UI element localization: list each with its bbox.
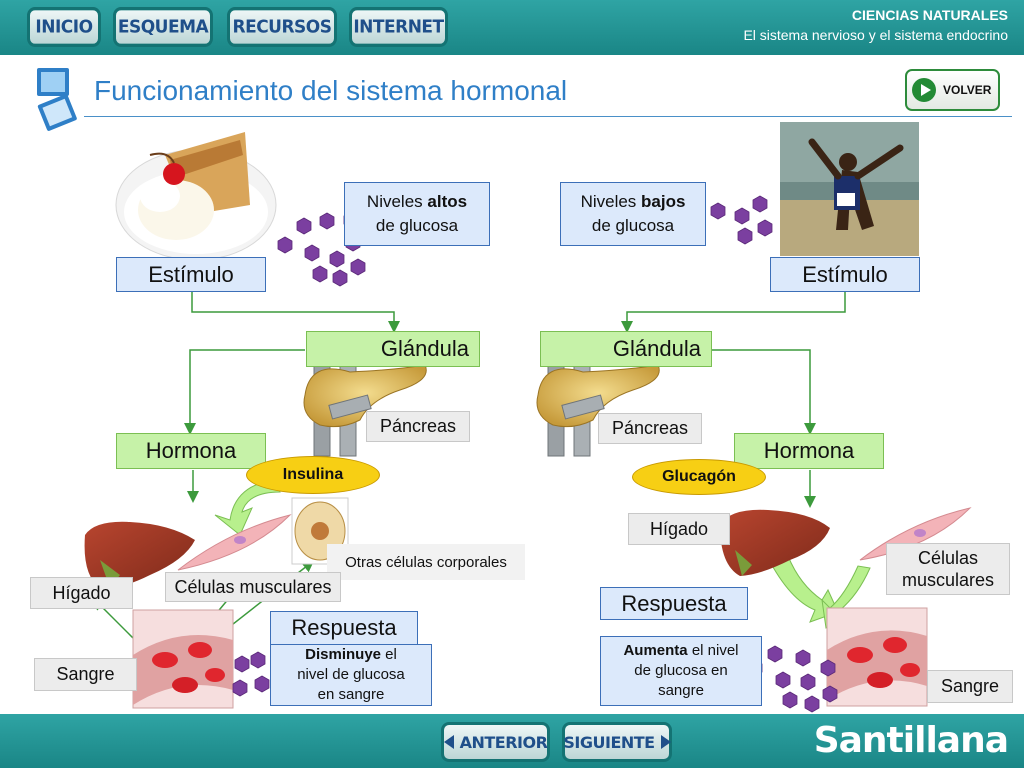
- athlete-photo: [780, 122, 919, 256]
- niveles-bajos-box: Niveles bajos de glucosa: [560, 182, 706, 246]
- arrow-right-icon: [660, 735, 671, 749]
- disminuye-bold: Disminuye: [305, 646, 381, 663]
- pancreas-left-label: Páncreas: [366, 411, 470, 442]
- estimulo-right-box: Estímulo: [770, 257, 920, 292]
- volver-label: VOLVER: [943, 83, 992, 97]
- celulas-right-line-1: Células: [917, 548, 979, 568]
- niveles-altos-box: Niveles altos de glucosa: [344, 182, 490, 246]
- esquema-button[interactable]: ESQUEMA: [113, 7, 213, 47]
- niveles-bajos-prefix: Niveles: [580, 192, 642, 211]
- siguiente-label: SIGUIENTE: [563, 732, 655, 752]
- subject-title: CIENCIAS NATURALES: [851, 7, 1008, 23]
- aumenta-box: Aumenta el nivel de glucosa en sangre: [600, 636, 762, 706]
- aumenta-bold: Aumenta: [623, 642, 688, 659]
- celulas-musculares-left-label: Células musculares: [165, 572, 341, 602]
- recursos-button[interactable]: RECURSOS: [227, 7, 337, 47]
- anterior-label: ANTERIOR: [459, 732, 548, 752]
- niveles-altos-bold: altos: [427, 192, 468, 211]
- pancreas-right-label: Páncreas: [598, 413, 702, 444]
- pancreas-left-image: [303, 341, 427, 457]
- aumenta-text-2: de glucosa en: [634, 662, 728, 679]
- insulina-badge: Insulina: [246, 456, 380, 494]
- section-logo-icon: [37, 68, 77, 131]
- disminuye-box: Disminuye el nivel de glucosa en sangre: [270, 644, 432, 706]
- respuesta-left-box: Respuesta: [270, 611, 418, 645]
- higado-right-label: Hígado: [628, 513, 730, 545]
- muscle-cell-left-image: [177, 514, 292, 571]
- brand-logo: Santillana: [813, 720, 1009, 761]
- title-divider: [84, 116, 1012, 117]
- higado-left-label: Hígado: [30, 577, 133, 609]
- celulas-musculares-right-label: Células musculares: [886, 543, 1010, 595]
- bottom-bar: ANTERIOR SIGUIENTE Santillana: [0, 714, 1024, 768]
- page-title: Funcionamiento del sistema hormonal: [94, 75, 568, 106]
- otras-celulas-label: Otras células corporales: [327, 544, 525, 580]
- siguiente-button[interactable]: SIGUIENTE: [562, 722, 672, 762]
- niveles-bajos-suffix: de glucosa: [591, 216, 675, 235]
- arrow-left-icon: [443, 735, 454, 749]
- niveles-altos-prefix: Niveles: [366, 192, 428, 211]
- niveles-bajos-bold: bajos: [641, 192, 686, 211]
- play-icon: [912, 78, 936, 102]
- liver-right-image: [720, 509, 830, 576]
- inicio-button[interactable]: INICIO: [27, 7, 101, 47]
- sangre-right-label: Sangre: [927, 670, 1013, 703]
- glucagon-badge: Glucagón: [632, 459, 766, 495]
- niveles-altos-suffix: de glucosa: [375, 216, 459, 235]
- anterior-button[interactable]: ANTERIOR: [441, 722, 550, 762]
- respuesta-right-box: Respuesta: [600, 587, 748, 620]
- glandula-left-box: Glándula: [306, 331, 480, 367]
- disminuye-text-1: el: [381, 646, 397, 663]
- disminuye-text-2: nivel de glucosa: [297, 666, 405, 683]
- aumenta-text-3: sangre: [658, 682, 704, 699]
- pancreas-right-image: [536, 341, 660, 457]
- top-bar: INICIO ESQUEMA RECURSOS INTERNET CIENCIA…: [0, 0, 1024, 55]
- hormona-left-box: Hormona: [116, 433, 266, 469]
- sangre-left-label: Sangre: [34, 658, 137, 691]
- unit-subtitle: El sistema nervioso y el sistema endocri…: [743, 27, 1008, 43]
- celulas-right-line-2: musculares: [901, 570, 995, 590]
- internet-button[interactable]: INTERNET: [349, 7, 448, 47]
- dessert-image: [115, 132, 277, 261]
- blood-right-image: [826, 607, 928, 707]
- blood-left-image: [132, 609, 234, 709]
- volver-button[interactable]: VOLVER: [905, 69, 1000, 111]
- hormona-right-box: Hormona: [734, 433, 884, 469]
- aumenta-text-1: el nivel: [687, 642, 739, 659]
- disminuye-text-3: en sangre: [317, 686, 385, 703]
- estimulo-left-box: Estímulo: [116, 257, 266, 292]
- glandula-right-box: Glándula: [540, 331, 712, 367]
